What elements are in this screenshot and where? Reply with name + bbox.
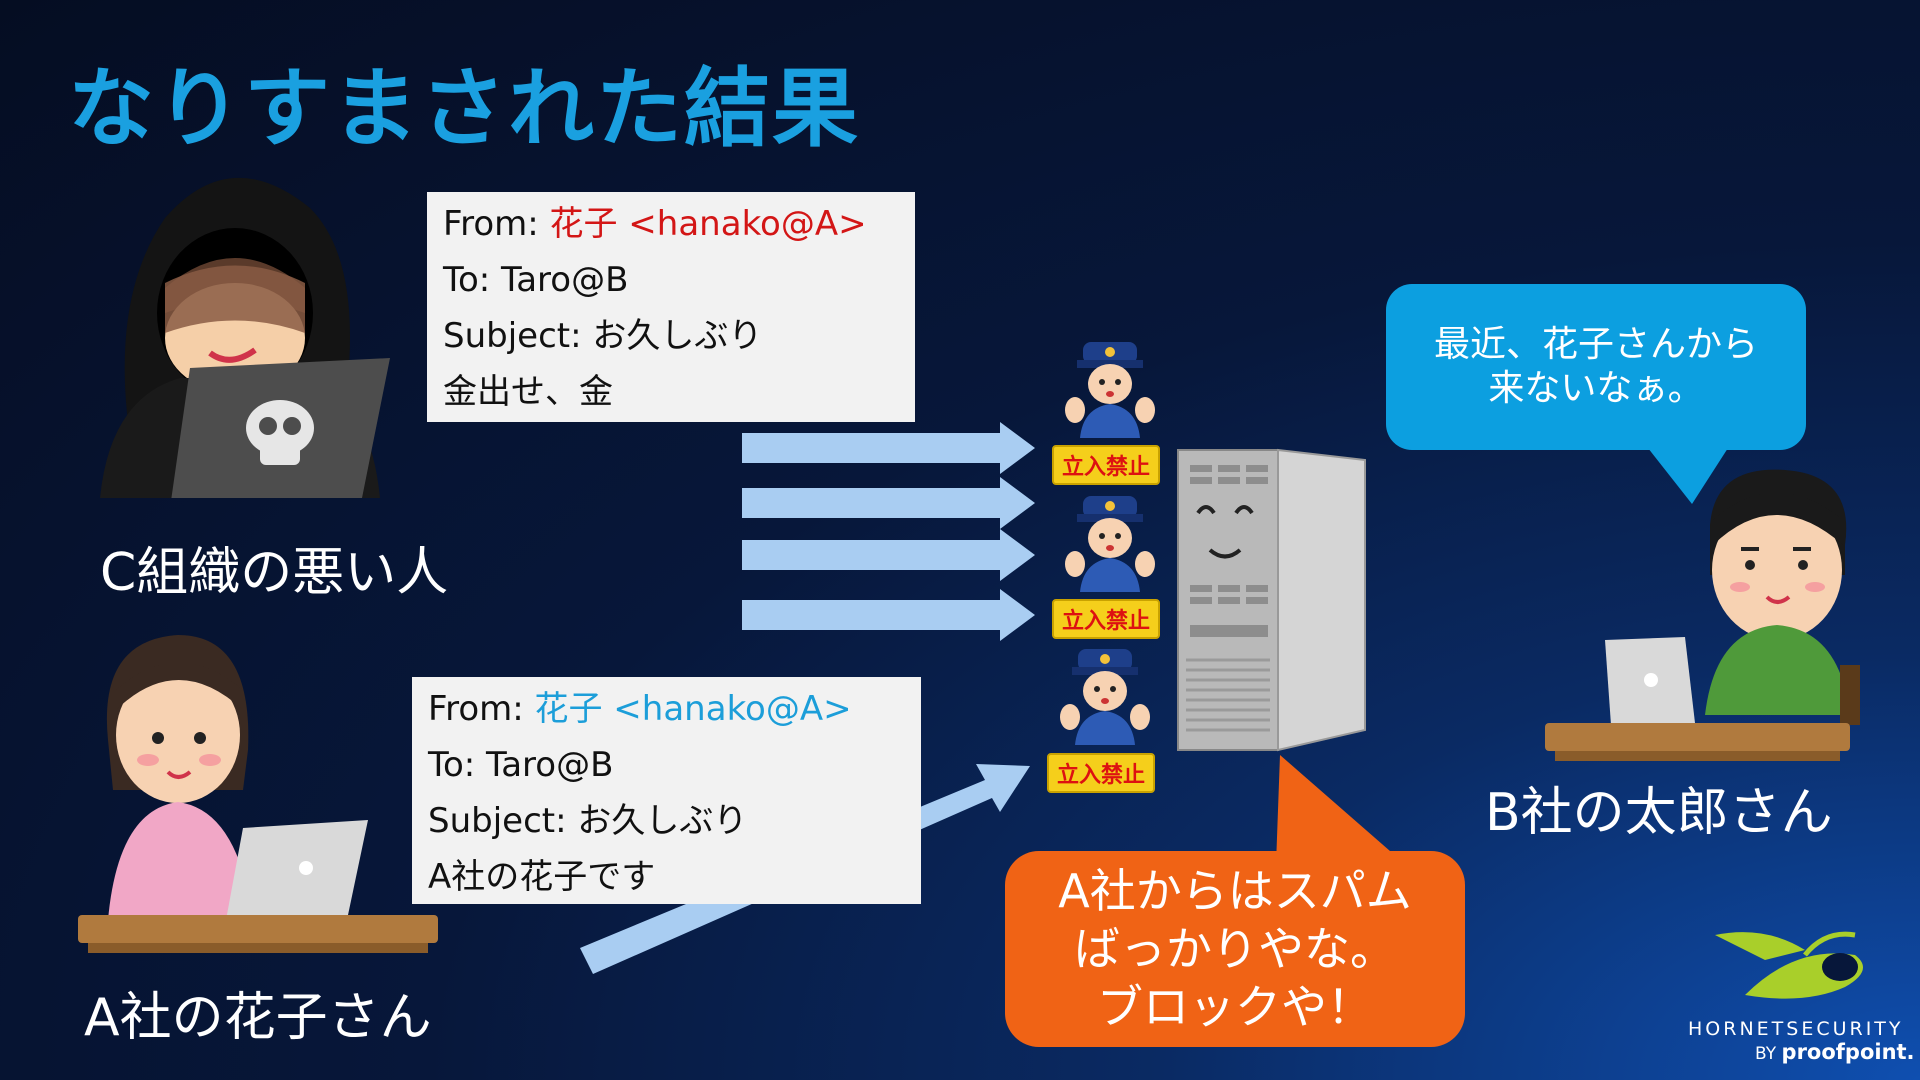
logo-byline: BY proofpoint. — [1755, 1040, 1915, 1064]
mail-to: To: Taro@B — [443, 260, 629, 300]
mail-subject: Subject: お久しぶり — [443, 316, 763, 356]
taro-speech-bubble: 最近、花子さんから 来ないなぁ。 — [1386, 284, 1806, 450]
arrow-3 — [742, 529, 1035, 581]
taro-illustration — [1545, 469, 1860, 761]
mail-body: 金出せ、金 — [443, 372, 613, 412]
from-name: 花子 — [549, 204, 618, 244]
no-entry-sign-2: 立入禁止 — [1052, 599, 1161, 639]
bubble-line-1: 最近、花子さんから — [1433, 324, 1758, 365]
spoofed-mail-card: From: 花子 <hanako@A> To: Taro@B Subject: … — [427, 192, 915, 422]
mail-server-illustration — [1177, 448, 1366, 752]
attacker-label: C組織の悪い人 — [100, 543, 449, 603]
server-bubble-tail — [1276, 755, 1406, 865]
hornet-logo-icon — [1715, 931, 1863, 999]
bubble-line-1: A社からはスパム — [1058, 864, 1412, 918]
receiver-label: B社の太郎さん — [1485, 783, 1833, 843]
hanako-illustration — [78, 635, 438, 953]
mail-to: To: Taro@B — [428, 745, 614, 785]
logo-brand: HORNETSECURITY — [1688, 1018, 1904, 1040]
server-face-icon — [1196, 505, 1254, 559]
mail-subject: Subject: お久しぶり — [428, 801, 748, 841]
bubble-line-3: ブロックや！ — [1097, 980, 1373, 1034]
arrow-1 — [742, 422, 1035, 474]
from-address: <hanako@A> — [602, 689, 852, 729]
from-address: <hanako@A> — [617, 204, 867, 244]
from-name: 花子 — [534, 689, 603, 729]
spam-arrows — [742, 422, 1035, 641]
slide-title: なりすまされた結果 — [68, 59, 860, 159]
server-speech-bubble: A社からはスパム ばっかりやな。 ブロックや！ — [1005, 851, 1465, 1047]
bubble-line-2: ばっかりやな。 — [1074, 922, 1396, 976]
legit-mail-card: From: 花子 <hanako@A> To: Taro@B Subject: … — [412, 677, 921, 904]
hooded-hacker-illustration — [100, 177, 390, 498]
arrow-2 — [742, 477, 1035, 529]
no-entry-sign-1: 立入禁止 — [1052, 445, 1161, 485]
skull-icon — [246, 400, 314, 465]
mail-from: From: 花子 <hanako@A> — [428, 689, 852, 729]
no-entry-sign-3: 立入禁止 — [1047, 753, 1156, 793]
arrow-4 — [742, 589, 1035, 641]
mail-from: From: 花子 <hanako@A> — [443, 204, 867, 244]
guard-1-illustration — [1065, 342, 1155, 438]
taro-bubble-tail — [1648, 448, 1728, 504]
guard-2-illustration — [1065, 496, 1155, 592]
mail-body: A社の花子です — [428, 857, 656, 897]
guard-3-illustration — [1060, 649, 1150, 745]
bubble-line-2: 来ないなぁ。 — [1488, 368, 1704, 409]
logo-partner: proofpoint. — [1781, 1040, 1915, 1064]
sender-label: A社の花子さん — [84, 988, 432, 1048]
